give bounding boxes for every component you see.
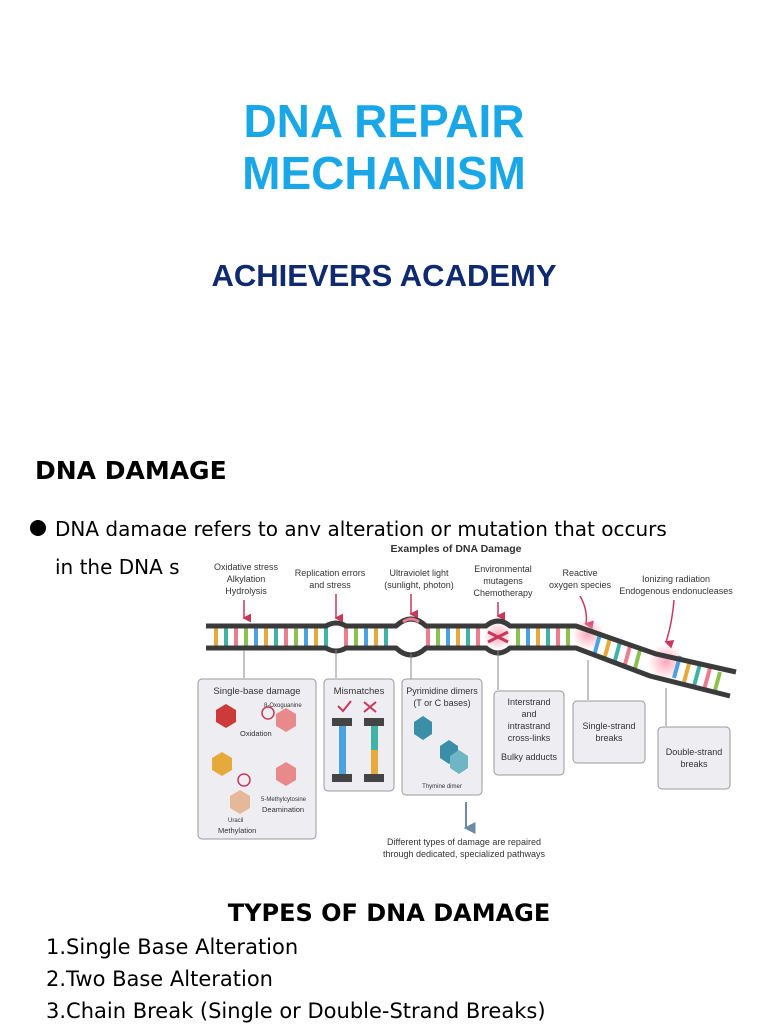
cause-1a: Oxidative stress xyxy=(214,562,279,572)
bullet-dot xyxy=(30,520,46,536)
slide-title-line-1: DNA REPAIR xyxy=(243,95,525,147)
slide-subtitle: ACHIEVERS ACADEMY xyxy=(211,258,557,293)
cause-6b: Endogenous endonucleases xyxy=(619,586,733,596)
cause-3a: Ultraviolet light xyxy=(389,568,449,578)
box-single-strand-breaks xyxy=(572,700,646,764)
label-deamination: Deamination xyxy=(262,805,304,814)
list-item-1: 1.Single Base Alteration xyxy=(46,935,299,959)
label-double-strand-2: breaks xyxy=(680,759,708,769)
section-heading-types: TYPES OF DNA DAMAGE xyxy=(227,899,551,927)
box-interstrand xyxy=(493,690,565,776)
label-methylcytosine: 5-Methylcytosine xyxy=(261,797,307,803)
label-thymine-dimer: Thymine dimer xyxy=(422,784,462,790)
figure-title: Examples of DNA Damage xyxy=(391,543,522,555)
label-bulky-adducts: Bulky adducts xyxy=(501,752,558,762)
figure-caption-2: through dedicated, specialized pathways xyxy=(383,849,546,859)
box-pyrimidine-dimers xyxy=(401,678,483,796)
dna-damage-figure: Examples of DNA Damage Oxidative stress … xyxy=(197,543,737,859)
box-double-strand-breaks xyxy=(657,726,731,790)
dna-helix xyxy=(206,616,737,699)
bullet-text-line-1: DNA damage refers to any alteration or m… xyxy=(55,517,667,536)
label-mismatches: Mismatches xyxy=(334,686,385,697)
arrow-cause-6 xyxy=(664,599,675,649)
cause-3b: (sunlight, photon) xyxy=(384,580,454,590)
label-single-strand-1: Single-strand xyxy=(582,721,635,731)
section-heading-dna-damage: DNA DAMAGE xyxy=(35,456,227,485)
cause-1c: Hydrolysis xyxy=(225,586,267,596)
list-item-3: 3.Chain Break (Single or Double-Strand B… xyxy=(46,999,546,1023)
list-item-2: 2.Two Base Alteration xyxy=(46,967,273,991)
label-single-strand-2: breaks xyxy=(595,733,623,743)
label-interstrand-3: intrastrand xyxy=(508,721,551,731)
cause-2a: Replication errors xyxy=(295,568,366,578)
cause-4b: mutagens xyxy=(483,576,523,586)
bullet-text-line-2: in the DNA s xyxy=(55,555,180,579)
cause-5b: oxygen species xyxy=(549,580,612,590)
label-pyrimidine-1: Pyrimidine dimers xyxy=(406,686,478,696)
label-single-base: Single-base damage xyxy=(213,686,300,697)
figure-caption-1: Different types of damage are repaired xyxy=(387,837,541,847)
label-methylation: Methylation xyxy=(218,826,256,835)
label-interstrand-2: and xyxy=(521,709,536,719)
label-interstrand-4: cross-links xyxy=(508,733,551,743)
cause-4a: Environmental xyxy=(474,564,532,574)
cause-4c: Chemotherapy xyxy=(473,588,533,598)
slide-title-line-2: MECHANISM xyxy=(242,147,526,199)
cause-5a: Reactive xyxy=(562,568,597,578)
label-double-strand-1: Double-strand xyxy=(666,747,723,757)
cause-6a: Ionizing radiation xyxy=(642,574,710,584)
cause-2b: and stress xyxy=(309,580,351,590)
label-uracil: Uracil xyxy=(228,818,243,824)
label-interstrand-1: Interstrand xyxy=(507,697,550,707)
cause-1b: Alkylation xyxy=(227,574,266,584)
label-oxoguanine: 8-Oxoguanine xyxy=(264,703,302,709)
label-oxidation: Oxidation xyxy=(240,729,272,738)
label-pyrimidine-2: (T or C bases) xyxy=(413,698,470,708)
